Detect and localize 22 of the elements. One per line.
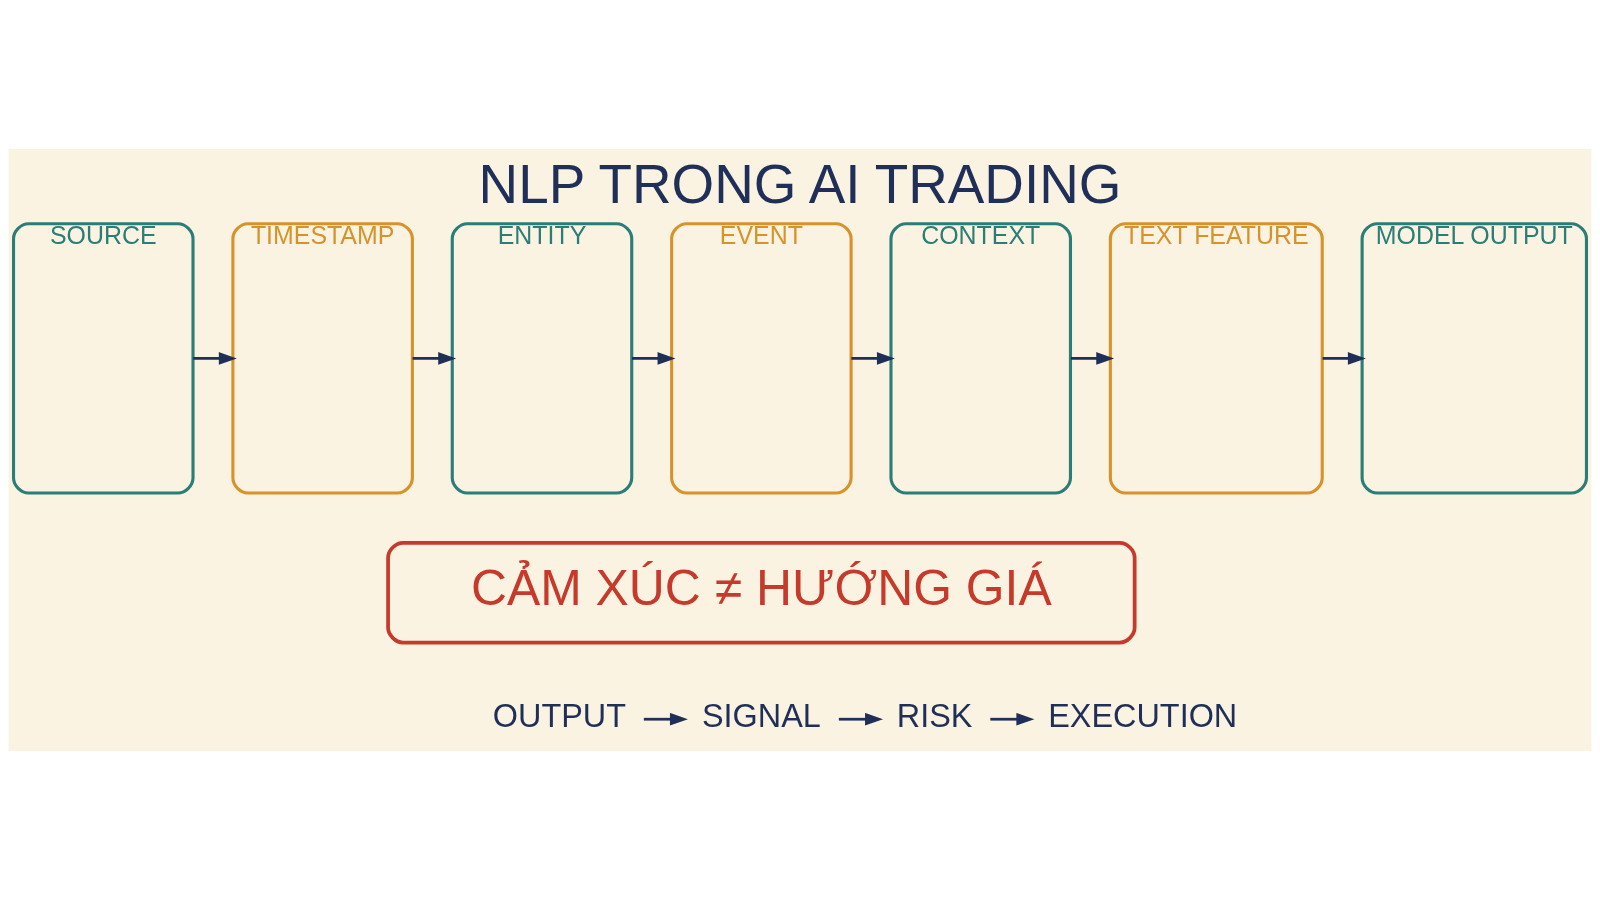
node-box: TEXT FEATURE bbox=[1108, 222, 1324, 495]
node-box: CẢM XÚC ≠ HƯỚNG GIÁ bbox=[386, 541, 1137, 645]
node-box: CONTEXT bbox=[889, 222, 1072, 495]
arrow bbox=[632, 352, 676, 365]
arrow bbox=[990, 712, 1035, 726]
arrow bbox=[851, 352, 895, 365]
arrow bbox=[1070, 352, 1115, 365]
arrow bbox=[412, 352, 457, 365]
node-text: RISK bbox=[896, 698, 973, 735]
arrow bbox=[193, 352, 237, 365]
node-box: ENTITY bbox=[450, 222, 634, 495]
node-text: EXECUTION bbox=[1048, 698, 1238, 735]
node-text: SIGNAL bbox=[701, 698, 821, 735]
node-box: TIMESTAMP bbox=[231, 222, 414, 495]
arrow bbox=[643, 712, 688, 726]
diagram-title: NLP TRONG AI TRADING bbox=[478, 152, 1122, 215]
arrow bbox=[1322, 352, 1366, 365]
arrow bbox=[838, 712, 883, 726]
node-box: EVENT bbox=[670, 222, 853, 495]
node-text: OUTPUT bbox=[492, 698, 627, 735]
node-box: SOURCE bbox=[11, 222, 195, 495]
node-box: MODEL OUTPUT bbox=[1360, 222, 1588, 495]
